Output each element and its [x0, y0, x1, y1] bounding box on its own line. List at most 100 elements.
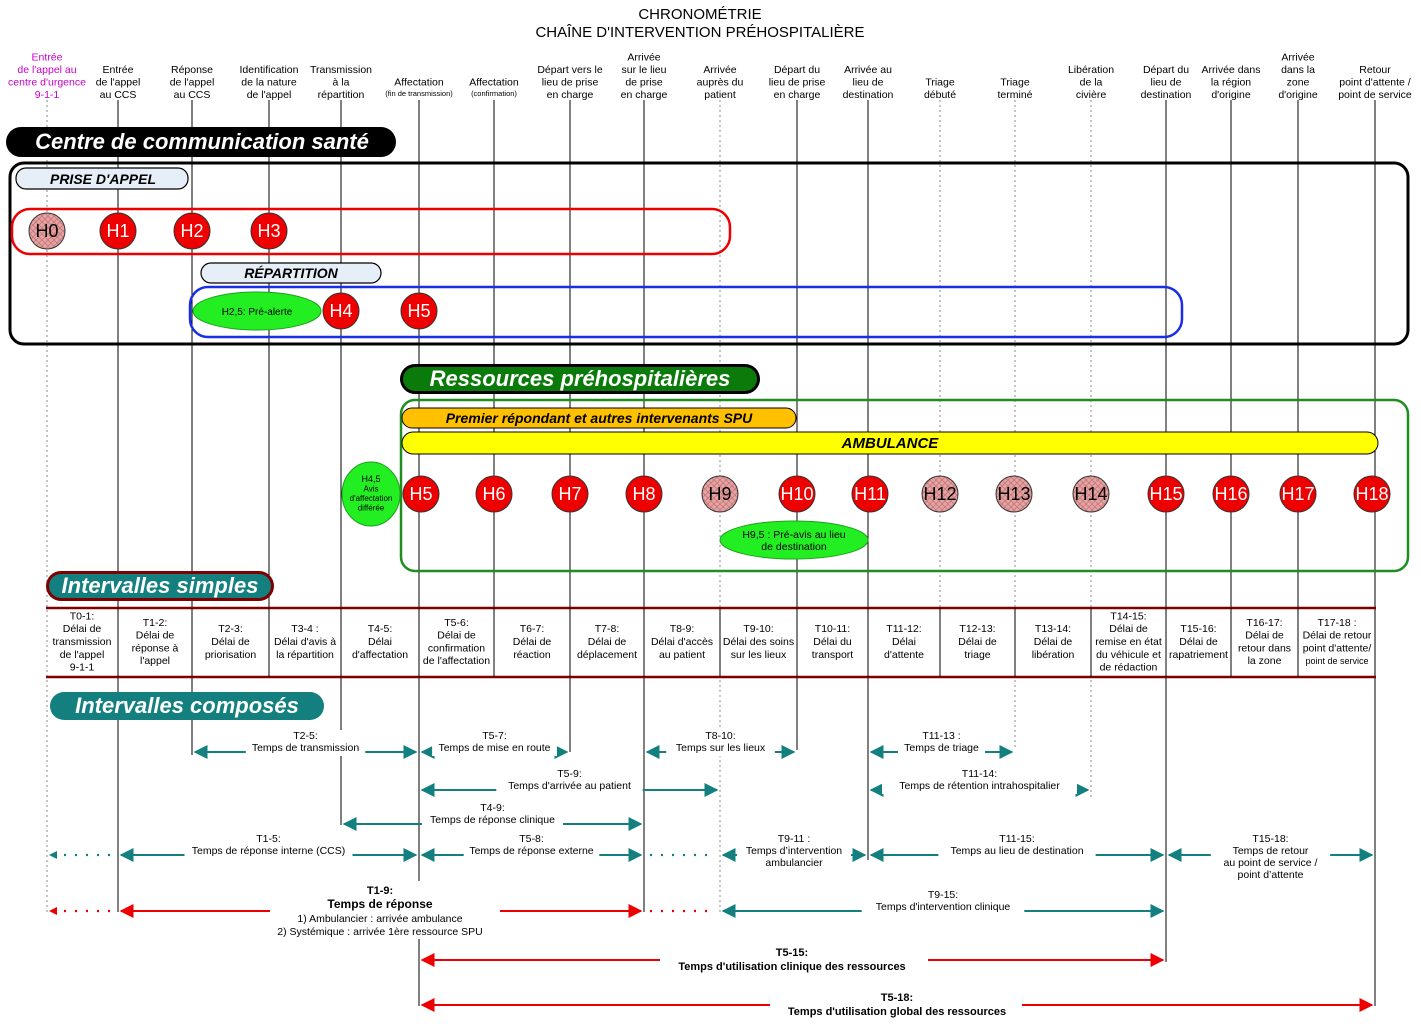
compound-label-bg-1 — [432, 730, 557, 756]
simple-interval-5-line-3: de l'affectation — [423, 655, 490, 667]
column-header-11-line-1: lieu de — [853, 77, 884, 89]
column-header-3-line-0: Identification — [240, 64, 299, 76]
simple-interval-5-line-1: Délai de — [437, 630, 476, 642]
premier-repondant-label: Premier répondant et autres intervenants… — [446, 410, 753, 426]
simple-interval-4-line-2: d'affectation — [352, 649, 408, 661]
column-header-2-line-1: de l'appel — [170, 77, 215, 89]
column-header-12-line-0: Triage — [925, 77, 955, 89]
h95-line-0: H9,5 : Pré-avis au lieu — [742, 529, 845, 541]
column-header-14-line-0: Libération — [1068, 64, 1114, 76]
composes-label-pill — [50, 692, 324, 720]
simple-interval-0-line-3: de l'appel — [60, 649, 105, 661]
simple-interval-12-line-2: triage — [964, 649, 990, 661]
simple-interval-2-line-1: Délai de — [211, 636, 250, 648]
simple-interval-7-line-1: Délai de — [588, 636, 627, 648]
compound-label-4: Temps d'arrivée au patient — [508, 780, 631, 792]
ambulance-bar — [401, 431, 1379, 455]
column-header-9-line-1: auprès du — [697, 77, 744, 89]
simple-interval-16-line-2: retour dans — [1238, 642, 1291, 654]
simple-interval-4-line-0: T4-5: — [368, 623, 393, 635]
prise-label: PRISE D'APPEL — [50, 171, 156, 187]
compound-label-8: Temps de réponse externe — [469, 845, 593, 857]
t515-label: Temps d'utilisation clinique des ressour… — [678, 961, 905, 973]
ressources-label: Ressources préhospitalières — [430, 366, 731, 391]
simple-interval-14-line-3: du véhicule et — [1096, 649, 1161, 661]
column-header-4-line-2: répartition — [318, 89, 365, 101]
simple-interval-16-line-0: T16-17: — [1246, 617, 1282, 629]
simple-interval-6-line-0: T6-7: — [520, 623, 545, 635]
column-header-6-line-0: Affectation — [469, 77, 519, 89]
column-header-17-line-2: zone — [1287, 77, 1310, 89]
node-res-h11-label: H11 — [854, 484, 886, 504]
column-header-12-line-1: débuté — [924, 89, 956, 101]
simple-interval-13-line-1: Délai de — [1034, 636, 1073, 648]
node-res-h18-circle — [1353, 475, 1391, 513]
simples-label-pill — [49, 574, 271, 598]
node-res-h12-circle — [921, 475, 959, 513]
column-header-17-line-3: d'origine — [1278, 89, 1318, 101]
compound-label-bg-6 — [422, 802, 563, 828]
dotted-arrowhead-red — [49, 907, 57, 915]
simples-label: Intervalles simples — [62, 573, 259, 598]
column-header-16-line-0: Arrivée dans — [1202, 64, 1261, 76]
compound-label-bg-12 — [861, 889, 1025, 915]
compound-code-12: T9-15: — [928, 889, 958, 901]
t19-label-bg — [270, 881, 500, 939]
column-header-14-line-1: de la — [1080, 77, 1103, 89]
column-header-0-line-0: Entrée — [32, 52, 63, 64]
simple-interval-3-line-0: T3-4 : — [291, 623, 318, 635]
compound-code-2: T8-10: — [705, 730, 735, 742]
simple-interval-16-line-1: Délai de — [1245, 630, 1284, 642]
node-prise-h0-circle — [28, 212, 66, 250]
prise-label-pill — [15, 167, 189, 190]
h45-avis-ellipse — [341, 461, 401, 527]
column-header-10-line-1: lieu de prise — [769, 77, 826, 89]
column-header-3-line-1: de la nature — [241, 77, 297, 89]
node-res-h8-circle — [625, 475, 663, 513]
column-header-6-sub: (confirmation) — [471, 89, 517, 98]
node-res-h17-circle — [1279, 475, 1317, 513]
column-header-7-line-2: en charge — [547, 89, 594, 101]
node-res-h15-circle — [1147, 475, 1185, 513]
compound-label-bg-5 — [882, 768, 1077, 794]
column-header-18-line-1: point d'attente / — [1339, 77, 1411, 89]
simple-interval-2-line-2: priorisation — [205, 649, 257, 661]
simple-interval-9-line-1: Délai des soins — [723, 636, 794, 648]
node-res-h10-circle — [778, 475, 816, 513]
node-res-h15-label: H15 — [1149, 484, 1182, 504]
t19-line1: 1) Ambulancier : arrivée ambulance — [297, 913, 462, 925]
h45-line-3: différée — [358, 504, 385, 513]
column-header-18-line-0: Retour — [1359, 64, 1391, 76]
simple-interval-7-line-2: déplacement — [577, 649, 637, 661]
compound-code-4: T5-9: — [557, 768, 582, 780]
column-header-16-line-1: la région — [1211, 77, 1251, 89]
compound-code-1: T5-7: — [482, 730, 507, 742]
column-header-8-line-1: sur le lieu — [622, 64, 667, 76]
node-rep-h5-circle — [400, 292, 438, 330]
simple-interval-14-line-1: Délai de — [1109, 623, 1148, 635]
ccs-label-pill — [6, 127, 396, 157]
column-header-10-line-0: Départ du — [774, 64, 820, 76]
t19-title: Temps de réponse — [327, 897, 432, 911]
repartition-label-pill — [200, 262, 382, 284]
node-res-h6-label: H6 — [482, 484, 505, 504]
h95-line-1: de destination — [761, 541, 827, 553]
column-header-15-line-0: Départ du — [1143, 64, 1189, 76]
compound-label-3: Temps de triage — [904, 742, 979, 754]
compound-code-10: T11-15: — [999, 833, 1034, 845]
column-header-18-line-2: point de service — [1338, 89, 1412, 101]
node-res-h5-circle — [402, 475, 440, 513]
node-res-h10-label: H10 — [780, 484, 813, 504]
h25-prealerte-label: H2,5: Pré-alerte — [222, 307, 293, 318]
column-header-5-line-0: Affectation — [394, 77, 444, 89]
ambulance-label: AMBULANCE — [841, 435, 940, 452]
column-header-7-line-0: Départ vers le — [537, 64, 603, 76]
simple-interval-2-line-0: T2-3: — [218, 623, 243, 635]
node-prise-h2-circle — [173, 212, 211, 250]
ressources-label-pill — [403, 367, 757, 391]
node-rep-h4-label: H4 — [329, 301, 352, 321]
node-res-h7-circle — [551, 475, 589, 513]
simple-interval-8-line-0: T8-9: — [670, 623, 695, 635]
repartition-label: RÉPARTITION — [244, 265, 338, 281]
